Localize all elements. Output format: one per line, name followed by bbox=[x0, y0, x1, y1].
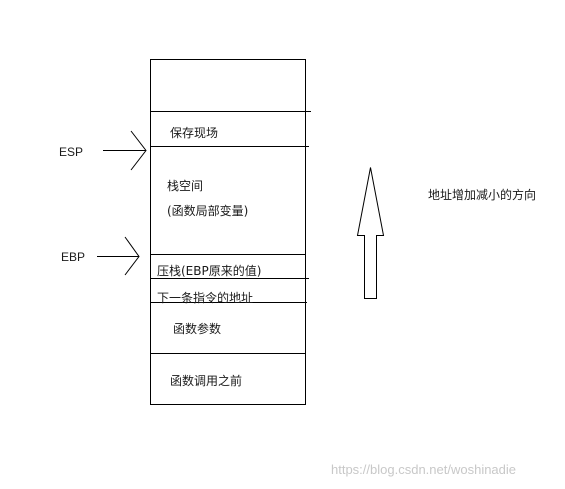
next-instruction-label: 下一条指令的地址 bbox=[157, 291, 254, 305]
ebp-label: EBP bbox=[61, 250, 86, 264]
before-call-label: 函数调用之前 bbox=[170, 374, 243, 388]
push-ebp-label: 压栈(EBP原来的值) bbox=[157, 264, 262, 278]
direction-arrow-icon bbox=[356, 167, 385, 299]
stack-box bbox=[150, 59, 306, 405]
ebp-arrow-icon bbox=[97, 236, 140, 276]
esp-arrow-icon bbox=[103, 130, 147, 171]
local-vars-label: (函数局部变量) bbox=[167, 204, 249, 218]
stack-space-label: 栈空间 bbox=[167, 179, 204, 193]
function-params-label: 函数参数 bbox=[173, 322, 222, 336]
esp-label: ESP bbox=[59, 145, 84, 159]
watermark: https://blog.csdn.net/woshinadie bbox=[331, 462, 517, 477]
save-context-label: 保存现场 bbox=[170, 126, 219, 140]
direction-label: 地址增加减小的方向 bbox=[428, 188, 537, 202]
